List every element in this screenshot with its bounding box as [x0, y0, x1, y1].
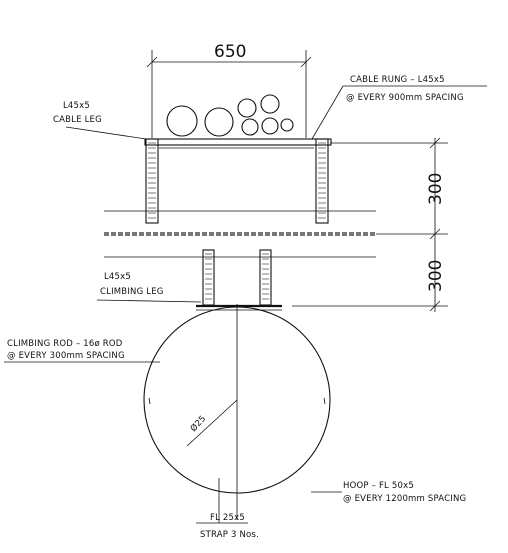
height-dimension-upper-text: 300	[426, 173, 446, 205]
cable-large-2	[204, 107, 234, 137]
cable-medium-2	[260, 94, 280, 114]
climbing-leg-right	[259, 249, 272, 306]
cable-bundle	[166, 94, 294, 137]
radius-dimension-text: Ø25	[188, 413, 208, 434]
svg-text:FL 25x5: FL 25x5	[210, 513, 245, 523]
cable-leg-right	[315, 138, 329, 224]
height-dimension-lower-text: 300	[426, 260, 446, 292]
climbing-legs	[196, 249, 282, 311]
svg-text:HOOP – FL 50x5: HOOP – FL 50x5	[343, 481, 414, 491]
reference-lines	[104, 210, 376, 258]
svg-text:CABLE LEG: CABLE LEG	[53, 115, 102, 125]
svg-text:L45x5: L45x5	[104, 272, 131, 282]
svg-text:CABLE RUNG – L45x5: CABLE RUNG – L45x5	[350, 75, 445, 85]
cable-tray-frame	[144, 138, 332, 224]
label-cable-rung: CABLE RUNG – L45x5 @ EVERY 900mm SPACING	[346, 75, 464, 103]
height-dimensions: 300 300	[292, 137, 448, 312]
climbing-leg-left	[202, 249, 215, 306]
label-climbing-rod: CLIMBING ROD – 16ø ROD @ EVERY 300mm SPA…	[7, 339, 125, 361]
cable-leg-left	[145, 138, 159, 224]
svg-text:@ EVERY 300mm SPACING: @ EVERY 300mm SPACING	[7, 351, 125, 361]
label-strap: FL 25x5 STRAP 3 Nos.	[200, 513, 259, 540]
cable-small-1	[241, 118, 259, 136]
svg-text:@ EVERY 900mm SPACING: @ EVERY 900mm SPACING	[346, 93, 464, 103]
hoop: Ø25	[143, 304, 331, 520]
label-cable-leg: L45x5 CABLE LEG	[53, 101, 102, 125]
svg-text:CLIMBING ROD – 16ø ROD: CLIMBING ROD – 16ø ROD	[7, 339, 123, 349]
svg-text:@ EVERY 1200mm SPACING: @ EVERY 1200mm SPACING	[343, 494, 466, 504]
label-climbing-leg: L45x5 CLIMBING LEG	[100, 272, 164, 297]
svg-text:STRAP 3 Nos.: STRAP 3 Nos.	[200, 530, 259, 540]
cable-small-3	[280, 118, 294, 132]
leader-lines	[4, 85, 487, 524]
label-hoop: HOOP – FL 50x5 @ EVERY 1200mm SPACING	[343, 481, 466, 504]
width-dimension: 650	[146, 42, 312, 138]
cable-rung	[144, 138, 332, 146]
cable-large-1	[166, 105, 198, 137]
cable-medium-1	[237, 98, 257, 118]
svg-text:L45x5: L45x5	[63, 101, 90, 111]
svg-text:CLIMBING LEG: CLIMBING LEG	[100, 287, 164, 297]
width-dimension-text: 650	[214, 42, 246, 62]
cable-small-2	[261, 117, 279, 135]
